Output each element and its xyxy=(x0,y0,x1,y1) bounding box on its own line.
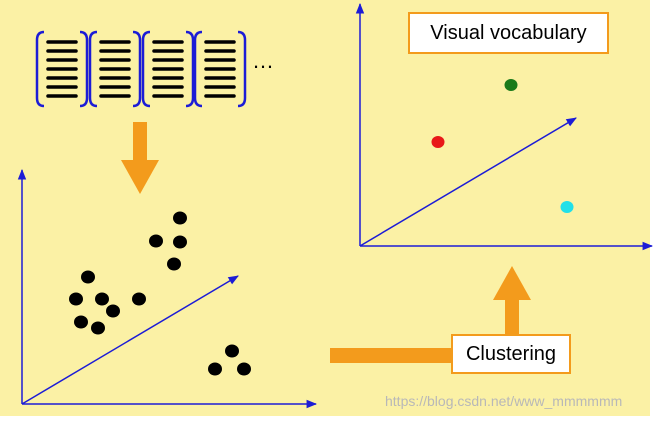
feature-point xyxy=(95,292,109,306)
descriptor-bracket-left xyxy=(88,30,98,108)
ellipsis-text: … xyxy=(252,48,275,73)
descriptor-bracket-left xyxy=(193,30,203,108)
descriptor-bracket-right xyxy=(185,30,195,108)
descriptor-set-3 xyxy=(141,30,195,108)
descriptor-bracket-right xyxy=(132,30,142,108)
descriptor-bracket-left xyxy=(141,30,151,108)
down-arrow-icon xyxy=(121,122,159,194)
feature-point xyxy=(106,304,120,318)
descriptor-bracket-left xyxy=(35,30,45,108)
z-axis xyxy=(21,275,239,405)
feature-points xyxy=(69,211,251,376)
feature-point xyxy=(173,211,187,225)
vocabulary-point-red xyxy=(431,136,445,148)
vocabulary-points xyxy=(431,79,574,213)
feature-point xyxy=(225,344,239,358)
vocabulary-point-green xyxy=(504,79,518,91)
feature-point xyxy=(69,292,83,306)
feature-point xyxy=(208,362,222,376)
feature-point xyxy=(132,292,146,306)
descriptor-bracket-right xyxy=(237,30,247,108)
vocabulary-space-axes xyxy=(355,2,654,251)
clustering-input-arrow xyxy=(330,348,454,363)
vocabulary-point-cyan xyxy=(560,201,574,213)
feature-point xyxy=(149,234,163,248)
descriptor-set-1 xyxy=(35,30,89,108)
feature-point xyxy=(81,270,95,284)
feature-point xyxy=(173,235,187,249)
feature-point xyxy=(237,362,251,376)
feature-space-axes xyxy=(17,168,318,409)
descriptor-set-4 xyxy=(193,30,247,108)
watermark-text: https://blog.csdn.net/www_mmmmmm xyxy=(385,393,623,409)
clustering-label: Clustering xyxy=(451,334,571,374)
descriptor-bracket-right xyxy=(79,30,89,108)
feature-point xyxy=(74,315,88,329)
up-arrow-icon xyxy=(493,266,531,335)
feature-point xyxy=(167,257,181,271)
z-axis xyxy=(359,117,577,247)
visual-vocabulary-label: Visual vocabulary xyxy=(408,12,609,54)
descriptor-set-2 xyxy=(88,30,142,108)
feature-point xyxy=(91,321,105,335)
